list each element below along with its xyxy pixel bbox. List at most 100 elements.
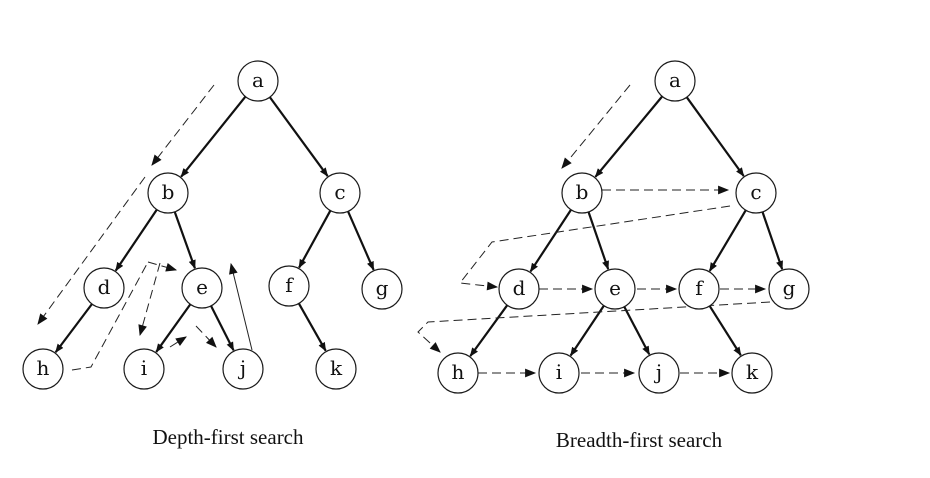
dfs-node-circle xyxy=(237,60,279,102)
bfs-node-label: j xyxy=(654,360,662,384)
dfs-node-c: c xyxy=(319,172,361,214)
bfs-node-circle xyxy=(735,172,777,214)
dfs-node-label: b xyxy=(162,180,175,204)
dfs-edge-c-f xyxy=(298,210,332,269)
dfs-node-circle xyxy=(181,267,223,309)
dfs-node-a: a xyxy=(237,60,279,102)
dfs-node-circle xyxy=(268,265,310,307)
bfs-node-g: g xyxy=(768,268,810,310)
bfs-node-c: c xyxy=(735,172,777,214)
bfs-node-circle xyxy=(678,268,720,310)
bfs-node-label: h xyxy=(452,360,465,384)
dfs-node-b: b xyxy=(147,172,189,214)
dfs-trav-e-to-i xyxy=(138,262,161,337)
bfs-edge-f-k xyxy=(708,305,742,357)
bfs-node-label: b xyxy=(576,180,589,204)
dfs-node-label: e xyxy=(196,275,208,299)
dfs-edge-e-j xyxy=(210,305,235,352)
bfs-traversal-path xyxy=(417,84,771,378)
bfs-caption: Breadth-first search xyxy=(556,428,723,452)
bfs-node-circle xyxy=(638,352,680,394)
dfs-node-circle xyxy=(147,172,189,214)
dfs-traversal-path xyxy=(37,84,253,371)
dfs-node-label: d xyxy=(98,275,111,299)
bfs-node-label: c xyxy=(750,180,761,204)
dfs-edge-e-i xyxy=(155,303,192,353)
dfs-node-d: d xyxy=(83,267,125,309)
bfs-node-b: b xyxy=(561,172,603,214)
dfs-node-label: i xyxy=(141,356,147,380)
dfs-node-label: k xyxy=(330,356,343,380)
bfs-trav-g-to-h xyxy=(417,301,771,353)
dfs-node-circle xyxy=(222,348,264,390)
bfs-edge-a-b xyxy=(594,95,664,178)
bfs-edge-a-c xyxy=(685,96,745,177)
dfs-trav-j-up xyxy=(229,262,253,351)
bfs-node-circle xyxy=(654,60,696,102)
dfs-node-i: i xyxy=(123,348,165,390)
bfs-node-i: i xyxy=(538,352,580,394)
bfs-node-f: f xyxy=(678,268,720,310)
dfs-node-label: g xyxy=(376,276,389,300)
dfs-node-label: h xyxy=(37,356,50,380)
dfs-node-f: f xyxy=(268,265,310,307)
dfs-node-label: c xyxy=(334,180,345,204)
bfs-tree: a b c d e f g h i j k Breadth-first search xyxy=(417,60,810,452)
dfs-node-circle xyxy=(315,348,357,390)
dfs-node-label: a xyxy=(252,68,264,92)
bfs-node-e: e xyxy=(594,268,636,310)
bfs-node-a: a xyxy=(654,60,696,102)
dfs-trav-b-to-h xyxy=(37,176,146,325)
bfs-edge-c-g xyxy=(761,211,784,270)
bfs-node-label: g xyxy=(783,276,796,300)
bfs-node-circle xyxy=(768,268,810,310)
bfs-node-label: k xyxy=(746,360,759,384)
dfs-edge-d-h xyxy=(54,303,93,353)
dfs-trav-a-to-b xyxy=(151,84,215,166)
bfs-node-circle xyxy=(561,172,603,214)
dfs-trav-d-to-e xyxy=(147,261,178,272)
dfs-node-circle xyxy=(361,268,403,310)
bfs-edge-b-e xyxy=(587,211,610,270)
bfs-node-j: j xyxy=(638,352,680,394)
dfs-node-circle xyxy=(83,267,125,309)
dfs-edge-f-k xyxy=(297,302,327,352)
bfs-node-label: i xyxy=(556,360,562,384)
bfs-edge-e-i xyxy=(569,305,605,357)
dfs-edge-b-d xyxy=(114,208,158,272)
dfs-node-h: h xyxy=(22,348,64,390)
dfs-node-circle xyxy=(123,348,165,390)
bfs-node-circle xyxy=(594,268,636,310)
bfs-trav-a-to-b xyxy=(561,84,631,169)
bfs-node-circle xyxy=(498,268,540,310)
dfs-trav-e-to-j xyxy=(195,325,217,348)
bfs-edge-e-j xyxy=(623,306,651,356)
bfs-edge-d-h xyxy=(469,304,509,357)
bfs-node-d: d xyxy=(498,268,540,310)
dfs-edge-a-c xyxy=(268,96,329,177)
dfs-node-g: g xyxy=(361,268,403,310)
dfs-node-circle xyxy=(319,172,361,214)
bfs-node-label: e xyxy=(609,276,621,300)
dfs-node-label: f xyxy=(285,273,294,297)
dfs-edge-c-g xyxy=(347,210,375,271)
dfs-edge-a-b xyxy=(180,95,247,178)
dfs-node-k: k xyxy=(315,348,357,390)
bfs-node-h: h xyxy=(437,352,479,394)
dfs-trav-h-to-d xyxy=(71,261,149,371)
dfs-node-e: e xyxy=(181,267,223,309)
bfs-edge-b-d xyxy=(529,209,572,273)
dfs-edge-b-e xyxy=(173,211,196,270)
bfs-node-label: a xyxy=(669,68,681,92)
bfs-node-circle xyxy=(538,352,580,394)
bfs-node-label: f xyxy=(695,276,704,300)
bfs-trav-c-to-d xyxy=(459,205,731,291)
dfs-node-circle xyxy=(22,348,64,390)
bfs-node-circle xyxy=(731,352,773,394)
dfs-node-label: j xyxy=(238,356,246,380)
bfs-edge-c-f xyxy=(708,209,747,272)
dfs-trav-i-to-e xyxy=(169,336,187,348)
bfs-node-circle xyxy=(437,352,479,394)
